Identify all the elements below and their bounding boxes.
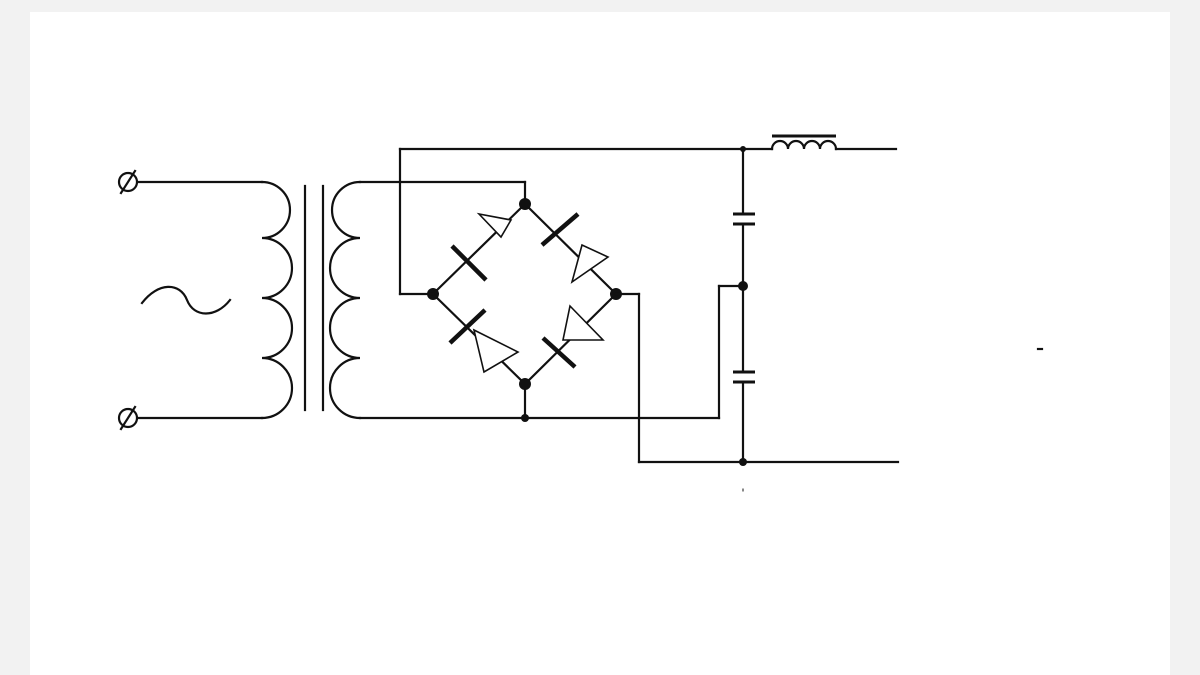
negative-rail xyxy=(614,292,900,464)
junction-dot xyxy=(740,146,746,152)
ac-source-symbol xyxy=(140,285,232,315)
bridge-diode-upper-right xyxy=(540,212,610,284)
transformer-primary-winding xyxy=(136,180,294,420)
junction-dot xyxy=(519,378,531,390)
junction-dot xyxy=(519,198,531,210)
output-inductor xyxy=(770,134,838,151)
positive-rail xyxy=(398,147,898,296)
transformer-core xyxy=(303,184,325,412)
bridge-diode-upper-left xyxy=(450,212,513,282)
bridge-diode-lower-left xyxy=(448,308,520,374)
capacitor-stack xyxy=(733,146,755,466)
bridge-diode-lower-right xyxy=(541,304,605,369)
center-tap-lead xyxy=(523,284,745,420)
diagram-paper xyxy=(30,12,1170,675)
bridge-rectifier xyxy=(427,198,622,422)
